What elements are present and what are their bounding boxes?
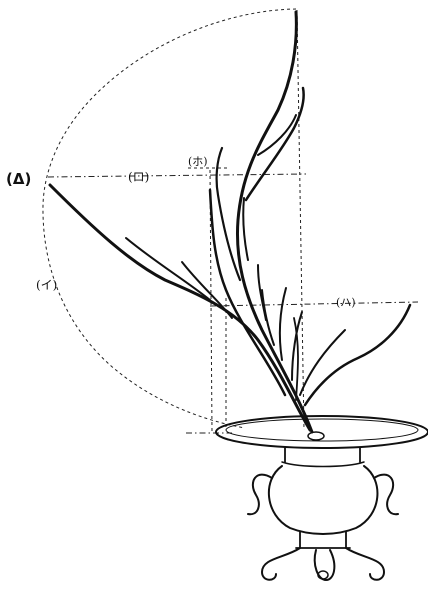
vase-basin	[215, 415, 428, 449]
vase-center-foot	[313, 549, 336, 581]
label-ha: (ハ)	[336, 296, 356, 309]
vase-neck	[284, 447, 361, 463]
outer-arc-guide	[42, 8, 297, 429]
vase-left-handle	[247, 473, 273, 516]
vase-lower-neck	[295, 531, 351, 549]
main-vertical-guide	[296, 9, 305, 431]
ha-horizontal-guide	[209, 301, 419, 307]
stem-holder	[307, 431, 325, 441]
upper-right-twig	[257, 114, 297, 156]
branches	[48, 10, 412, 434]
mid-stem-2	[215, 146, 242, 282]
right-branch-twig	[299, 329, 346, 396]
vase-right-leg	[345, 547, 385, 581]
vase-neck-ring	[281, 461, 365, 468]
vase-basin-inner	[225, 418, 419, 442]
label-triangle: (Δ)	[6, 170, 31, 188]
short-shoot-2	[291, 311, 303, 381]
vase-body	[267, 465, 379, 535]
label-ho: (ホ)	[188, 155, 208, 168]
mid-stem-3	[242, 197, 249, 261]
guide-lines	[42, 8, 419, 434]
vase-foot-knob	[317, 570, 329, 580]
short-shoot-3	[261, 289, 275, 346]
vase	[215, 415, 428, 581]
mid-stem-1	[208, 188, 287, 397]
vase-right-handle	[373, 473, 399, 516]
main-stem	[235, 10, 314, 434]
right-branch	[303, 303, 412, 407]
left-long-branch	[48, 183, 312, 432]
label-ro: (ロ)	[128, 170, 149, 184]
label-i: (イ)	[36, 278, 57, 292]
upper-right-branch	[244, 86, 305, 202]
left-twig-2	[181, 261, 233, 319]
short-shoot-4	[293, 317, 299, 401]
diagram-labels: (Δ) (ロ) (ホ) (イ) (ハ)	[6, 155, 356, 309]
vase-left-leg	[261, 547, 301, 581]
short-shoot-1	[278, 287, 287, 361]
triangle-horizontal-guide	[47, 173, 307, 178]
left-twig-1	[125, 237, 211, 301]
